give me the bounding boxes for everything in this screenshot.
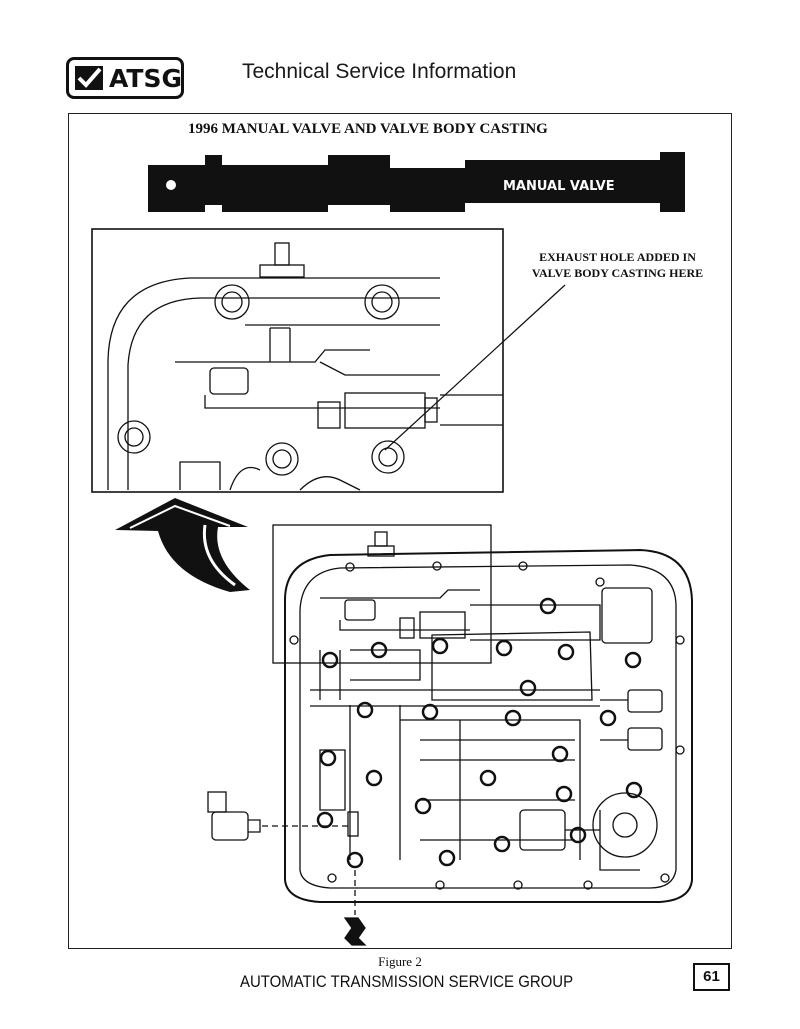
page-number: 61	[693, 963, 730, 991]
detail-inset	[91, 228, 566, 493]
manual-valve-drawing: MANUAL VALVE	[148, 152, 685, 212]
valve-body-drawing	[207, 524, 693, 946]
arrow-icon	[115, 498, 250, 592]
atsg-logo: ATSG	[66, 57, 184, 99]
figure-caption: Figure 2	[378, 954, 422, 969]
page-title: Technical Service Information	[242, 60, 517, 83]
manual-valve-label: MANUAL VALVE	[503, 179, 615, 194]
exhaust-hole-callout: EXHAUST HOLE ADDED IN VALVE BODY CASTING…	[505, 249, 730, 281]
checkmark-icon	[75, 66, 103, 90]
callout-line-2: VALVE BODY CASTING HERE	[531, 266, 704, 280]
figure-title: 1996 MANUAL VALVE AND VALVE BODY CASTING	[188, 121, 548, 137]
footer-company: AUTOMATIC TRANSMISSION SERVICE GROUP	[240, 972, 574, 991]
logo-text: ATSG	[109, 64, 182, 93]
callout-line-1: EXHAUST HOLE ADDED IN	[539, 250, 696, 264]
figure-frame	[68, 113, 732, 949]
